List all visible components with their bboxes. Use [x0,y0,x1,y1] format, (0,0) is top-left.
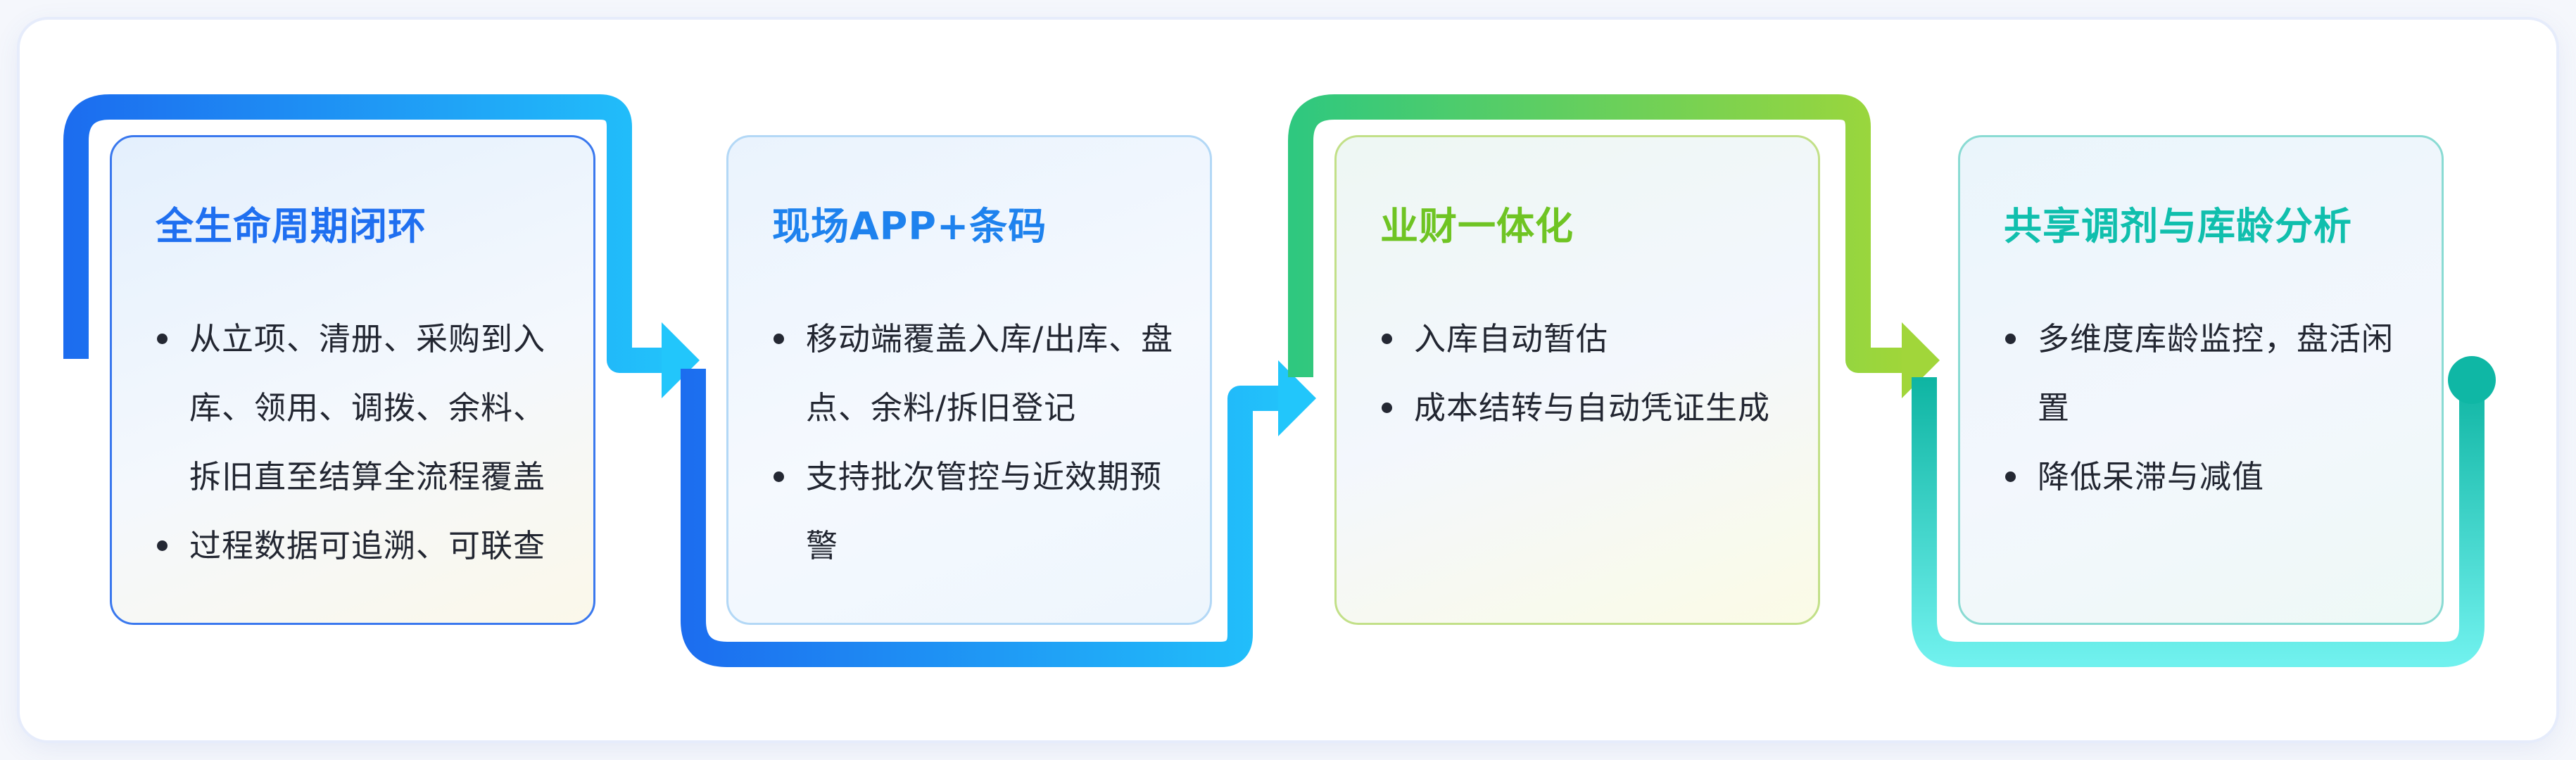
connector-segment-2 [681,369,1280,667]
stage-card-app-barcode: 现场APP+条码 移动端覆盖入库/出库、盘点、余料/拆旧登记 支持批次管控与近效… [726,135,1212,625]
card-title: 共享调剂与库龄分析 [2004,204,2352,248]
stage-card-sharing-aging: 共享调剂与库龄分析 多维度库龄监控，盘活闲置 降低呆滞与减值 [1958,135,2444,625]
card-title: 全生命周期闭环 [156,204,427,248]
list-item: 过程数据可追溯、可联查 [156,512,572,581]
list-item: 入库自动暂估 [1380,305,1797,374]
list-item: 成本结转与自动凭证生成 [1380,374,1797,443]
arrow-right-icon [1278,360,1316,436]
card-bullet-list: 入库自动暂估 成本结转与自动凭证生成 [1380,305,1797,443]
list-item: 移动端覆盖入库/出库、盘点、余料/拆旧登记 [772,305,1189,443]
list-item: 从立项、清册、采购到入库、领用、调拨、余料、拆旧直至结算全流程覆盖 [156,305,572,512]
card-title: 现场APP+条码 [772,204,1047,248]
list-item: 多维度库龄监控，盘活闲置 [2004,305,2420,443]
connector-segment-3 [1288,94,1905,377]
list-item: 降低呆滞与减值 [2004,443,2420,512]
stage-card-finance-integration: 业财一体化 入库自动暂估 成本结转与自动凭证生成 [1334,135,1820,625]
end-dot-icon [2448,356,2496,404]
stage-card-lifecycle: 全生命周期闭环 从立项、清册、采购到入库、领用、调拨、余料、拆旧直至结算全流程覆… [110,135,595,625]
connector-segment-1 [63,94,663,373]
card-bullet-list: 移动端覆盖入库/出库、盘点、余料/拆旧登记 支持批次管控与近效期预警 [772,305,1189,581]
card-bullet-list: 从立项、清册、采购到入库、领用、调拨、余料、拆旧直至结算全流程覆盖 过程数据可追… [156,305,572,581]
card-title: 业财一体化 [1380,204,1574,248]
arrow-right-icon [1902,322,1940,398]
connector-segment-4 [1912,377,2485,667]
list-item: 支持批次管控与近效期预警 [772,443,1189,581]
card-bullet-list: 多维度库龄监控，盘活闲置 降低呆滞与减值 [2004,305,2420,512]
arrow-right-icon [662,322,700,398]
